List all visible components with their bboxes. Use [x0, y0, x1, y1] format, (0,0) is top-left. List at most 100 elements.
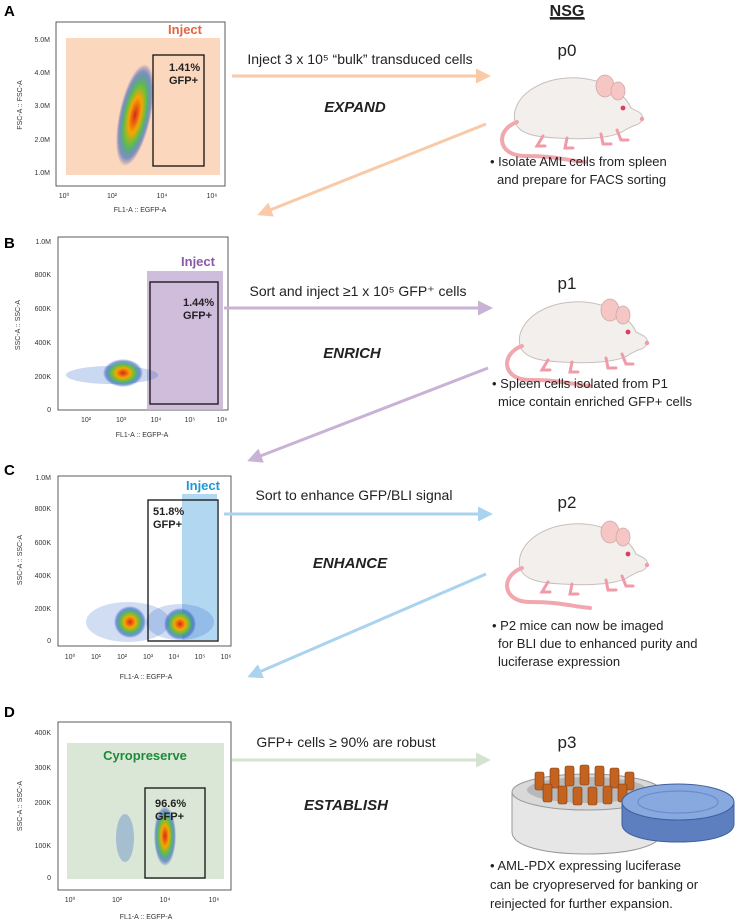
y-tick: 1.0M	[35, 239, 51, 246]
cell-population	[115, 64, 155, 166]
y-tick: 5.0M	[34, 37, 50, 44]
gate-label: GFP+	[183, 310, 212, 322]
passage-label: p1	[558, 274, 577, 293]
gate-label: GFP+	[153, 519, 182, 531]
cell-scatter	[116, 814, 134, 862]
y-tick: 400K	[35, 340, 52, 347]
note-line: • Spleen cells isolated from P1	[492, 376, 668, 391]
step-text: Sort to enhance GFP/BLI signal	[256, 487, 453, 503]
x-tick: 10⁶	[221, 654, 232, 661]
mouse-icon	[505, 519, 652, 610]
x-tick: 10²	[107, 193, 118, 200]
panel-letter: A	[4, 3, 15, 20]
note-line: luciferase expression	[498, 654, 620, 669]
x-tick: 10³	[116, 417, 127, 424]
y-axis-label: SSC-A :: SSC-A	[17, 535, 24, 586]
x-tick: 10¹	[91, 654, 102, 661]
passage-label: p2	[558, 493, 577, 512]
y-tick: 3.0M	[34, 103, 50, 110]
note-line: reinjected for further expansion.	[490, 896, 673, 911]
panel-d: D Cyropreserve 96.6% GFP+ 0 100K 200K 30…	[4, 704, 232, 921]
x-axis-label: FL1-A :: EGFP-A	[114, 207, 167, 214]
gate-label: GFP+	[169, 75, 198, 87]
panel-letter: C	[4, 462, 15, 479]
cell-population	[154, 806, 176, 866]
y-tick: 0	[47, 407, 51, 414]
passage-label: p0	[558, 41, 577, 60]
nsg-header: NSG	[550, 3, 585, 20]
x-tick: 10⁴	[169, 654, 180, 661]
note-line: and prepare for FACS sorting	[497, 172, 666, 187]
region-label: Inject	[186, 478, 221, 493]
region-label: Cyropreserve	[103, 748, 187, 763]
panel-b: B Inject 1.44% GFP+ 0 200K 400K 600K 800…	[4, 235, 229, 439]
x-tick: 10²	[81, 417, 92, 424]
gfp-gate	[147, 499, 219, 642]
mouse-icon	[505, 297, 652, 388]
y-tick: 200K	[35, 374, 52, 381]
mouse-icon	[500, 73, 647, 164]
phase-verb: EXPAND	[324, 99, 386, 116]
gate-percent: 51.8%	[153, 506, 184, 518]
y-tick: 1.0M	[34, 170, 50, 177]
x-tick: 10⁵	[195, 654, 206, 661]
x-tick: 10²	[117, 654, 128, 661]
gate-percent: 96.6%	[155, 798, 186, 810]
step-text: Inject 3 x 10⁵ “bulk” transduced cells	[247, 51, 472, 67]
y-tick: 1.0M	[35, 475, 51, 482]
return-arrow	[247, 366, 489, 463]
x-tick: 10⁰	[59, 192, 70, 200]
gfp-gate	[144, 787, 206, 879]
x-tick: 10⁵	[185, 417, 196, 424]
y-tick: 200K	[35, 606, 52, 613]
y-tick: 300K	[35, 765, 52, 772]
gate-percent: 1.44%	[183, 297, 214, 309]
y-tick: 400K	[35, 573, 52, 580]
passage-label: p3	[558, 733, 577, 752]
x-tick: 10⁶	[217, 417, 228, 424]
phase-verb: ENHANCE	[313, 555, 388, 572]
y-tick: 2.0M	[34, 137, 50, 144]
y-tick: 4.0M	[34, 70, 50, 77]
cell-population	[103, 359, 143, 387]
x-tick: 10⁴	[157, 193, 168, 200]
y-tick: 100K	[35, 843, 52, 850]
x-tick: 10⁶	[209, 897, 220, 904]
x-tick: 10⁰	[65, 653, 76, 661]
step-text: Sort and inject ≥1 x 10⁵ GFP⁺ cells	[250, 283, 467, 299]
region-label: Inject	[168, 22, 203, 37]
x-axis-label: FL1-A :: EGFP-A	[120, 914, 173, 921]
y-tick: 0	[47, 638, 51, 645]
x-tick: 10³	[143, 654, 154, 661]
y-axis-label: SSC-A :: SSC-A	[15, 300, 22, 351]
region-label: Inject	[181, 254, 216, 269]
note-line: • AML-PDX expressing luciferase	[490, 858, 681, 873]
x-tick: 10⁶	[207, 193, 218, 200]
gate-label: GFP+	[155, 811, 184, 823]
phase-verb: ENRICH	[323, 345, 382, 362]
y-axis-label: SSC-A :: SSC-A	[17, 781, 24, 832]
note-line: can be cryopreserved for banking or	[490, 877, 699, 892]
gfp-gate	[149, 281, 219, 405]
y-tick: 800K	[35, 272, 52, 279]
panel-letter: B	[4, 235, 15, 252]
panel-a: A Inject 1.41% GFP+ 1.0M 2.0M 3.0M 4.0M …	[4, 3, 226, 214]
inject-region	[147, 271, 223, 410]
gfp-gate	[152, 54, 205, 167]
y-axis-label: FSC-A :: FSC-A	[17, 80, 24, 130]
cryo-container-icon	[511, 764, 735, 855]
panel-c: C Inject 51.8% GFP+ 0 200K 400K 600K 800…	[4, 462, 231, 681]
x-tick: 10⁴	[151, 417, 162, 424]
note-line: • Isolate AML cells from spleen	[490, 154, 667, 169]
step-text: GFP+ cells ≥ 90% are robust	[256, 734, 435, 750]
x-tick: 10²	[112, 897, 123, 904]
return-arrow	[247, 572, 487, 679]
x-tick: 10⁴	[160, 897, 171, 904]
y-tick: 0	[47, 875, 51, 882]
y-tick: 400K	[35, 730, 52, 737]
gate-percent: 1.41%	[169, 62, 200, 74]
cell-population	[164, 608, 196, 640]
cell-population	[114, 606, 146, 638]
x-axis-label: FL1-A :: EGFP-A	[116, 432, 169, 439]
